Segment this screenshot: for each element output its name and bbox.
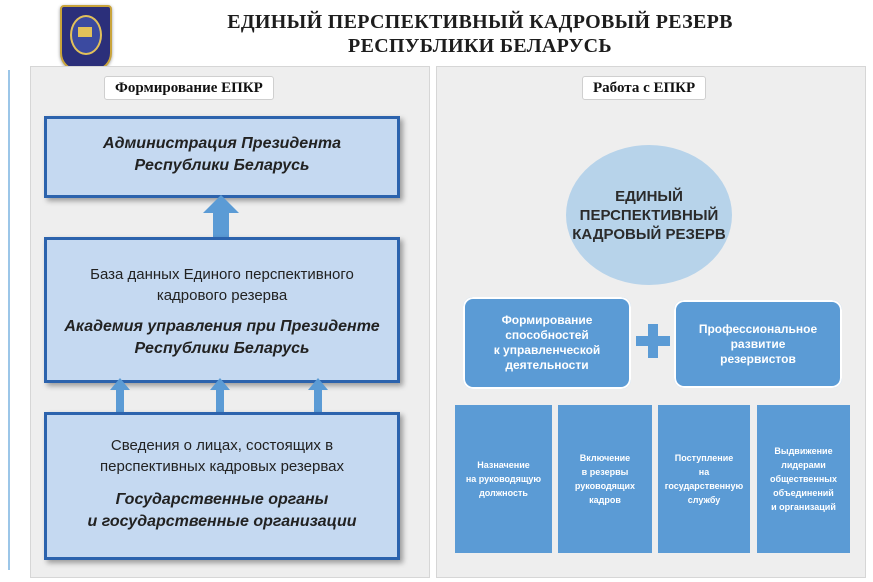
outcome-line: государственную xyxy=(664,481,744,491)
abilities-card: Формирование способностей к управленческ… xyxy=(463,297,631,389)
accent-line xyxy=(8,70,10,570)
outcome-line: Поступление xyxy=(674,453,734,463)
outcome-line: и организаций xyxy=(771,502,836,512)
formation-panel-label: Формирование ЕПКР xyxy=(104,76,274,100)
top-box-line-1: Администрация Президента xyxy=(103,135,341,152)
outcome-box-appointment: Назначение на руководящую должность xyxy=(455,405,552,553)
bottom-box-bold-2: и государственные организации xyxy=(87,513,357,530)
arrow-up-icon xyxy=(308,378,328,412)
development-card: Профессиональное развитие резервистов xyxy=(674,300,842,388)
development-card-line-3: резервистов xyxy=(720,351,796,366)
bottom-box-plain-2: перспективных кадровых резервах xyxy=(100,458,344,475)
outcome-line: в резервы xyxy=(581,467,629,477)
circle-line-2: ПЕРСПЕКТИВНЫЙ xyxy=(579,206,719,224)
outcome-line: лидерами xyxy=(781,460,826,470)
bottom-box-bold-1: Государственные органы xyxy=(115,491,329,508)
emblem-logo xyxy=(60,5,112,71)
title-line-1: ЕДИНЫЙ ПЕРСПЕКТИВНЫЙ КАДРОВЫЙ РЕЗЕРВ xyxy=(227,11,733,33)
page-title: ЕДИНЫЙ ПЕРСПЕКТИВНЫЙ КАДРОВЫЙ РЕЗЕРВ РЕС… xyxy=(180,10,780,58)
outcome-line: на xyxy=(698,467,710,477)
middle-box-bold-1: Академия управления при Президенте xyxy=(64,318,380,335)
outcome-box-leaders: Выдвижение лидерами общественных объедин… xyxy=(757,405,850,553)
circle-line-1: ЕДИНЫЙ xyxy=(615,187,683,205)
outcome-line: Назначение xyxy=(477,460,530,470)
outcome-box-civil-service: Поступление на государственную службу xyxy=(658,405,750,553)
abilities-card-line-4: деятельности xyxy=(505,358,589,372)
presidential-administration-box: Администрация Президента Республики Бела… xyxy=(44,116,400,198)
bottom-box-plain-1: Сведения о лицах, состоящих в xyxy=(110,437,334,454)
outcome-line: кадров xyxy=(589,495,621,505)
arrow-up-icon xyxy=(110,378,130,412)
middle-box-bold-2: Республики Беларусь xyxy=(134,340,310,357)
outcome-line: Включение xyxy=(579,453,631,463)
outcome-line: службу xyxy=(687,495,721,505)
abilities-card-line-3: к управленческой xyxy=(493,343,601,357)
reserve-circle: ЕДИНЫЙ ПЕРСПЕКТИВНЫЙ КАДРОВЫЙ РЕЗЕРВ xyxy=(566,145,732,285)
outcome-line: объединений xyxy=(773,488,834,498)
outcome-line: Выдвижение xyxy=(774,446,833,456)
title-line-2: РЕСПУБЛИКИ БЕЛАРУСЬ xyxy=(348,35,612,57)
arrow-up-icon xyxy=(203,195,239,237)
development-card-line-1: Профессиональное xyxy=(698,321,818,336)
abilities-card-line-2: способностей xyxy=(505,328,589,342)
plus-icon xyxy=(636,324,670,358)
outcome-line: на руководящую xyxy=(465,474,542,484)
development-card-line-2: развитие xyxy=(730,336,786,351)
outcome-line: общественных xyxy=(770,474,837,484)
circle-line-3: КАДРОВЫЙ РЕЗЕРВ xyxy=(572,225,726,243)
abilities-card-line-1: Формирование xyxy=(501,313,593,327)
middle-box-plain-2: кадрового резерва xyxy=(156,287,288,304)
outcome-box-inclusion: Включение в резервы руководящих кадров xyxy=(558,405,652,553)
top-box-line-2: Республики Беларусь xyxy=(134,157,310,174)
work-panel-label: Работа с ЕПКР xyxy=(582,76,707,100)
middle-box-plain-1: База данных Единого перспективного xyxy=(90,266,354,283)
database-box: База данных Единого перспективного кадро… xyxy=(44,237,400,383)
arrow-up-icon xyxy=(210,378,230,412)
outcome-line: руководящих xyxy=(574,481,636,491)
outcome-line: должность xyxy=(479,488,528,498)
state-bodies-box: Сведения о лицах, состоящих в перспектив… xyxy=(44,412,400,560)
